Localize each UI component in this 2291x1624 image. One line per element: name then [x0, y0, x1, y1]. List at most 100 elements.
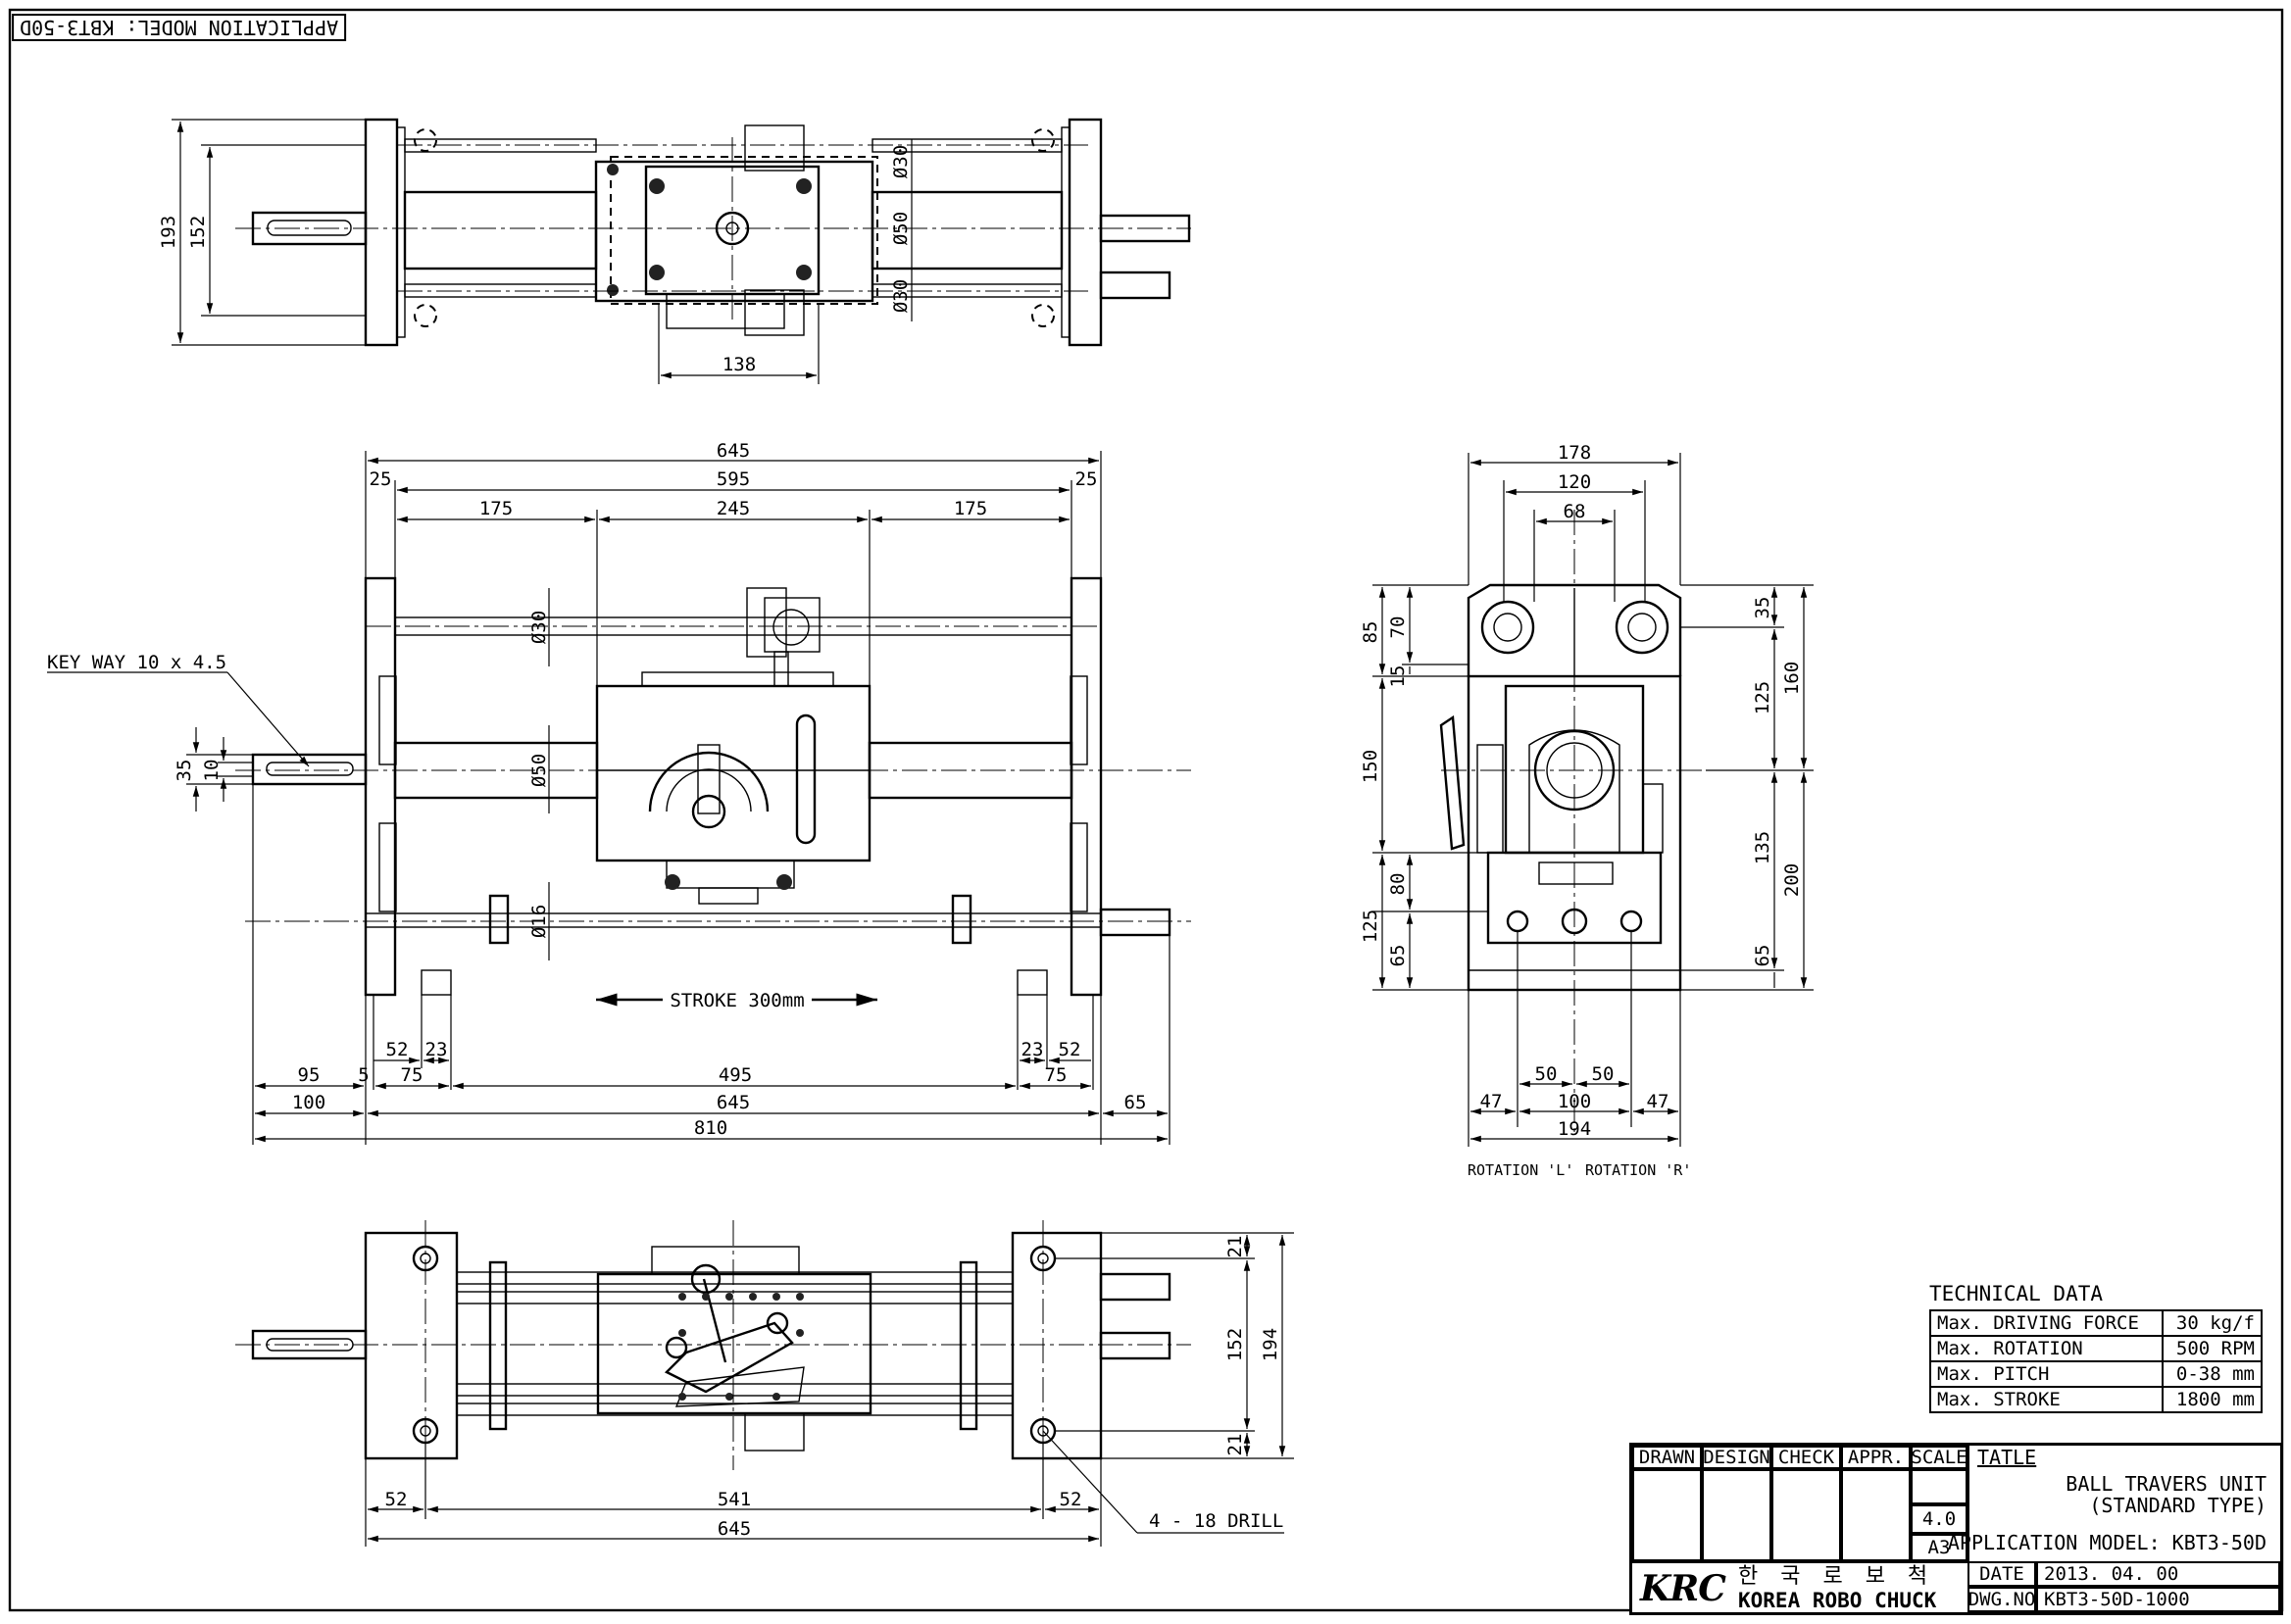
header-design: DESIGN	[1702, 1446, 1771, 1469]
dim-135: 135	[1752, 831, 1773, 864]
dim-35-right: 35	[1752, 597, 1773, 619]
dim-35: 35	[174, 760, 195, 782]
company-box: KRC 한 국 로 보 척 KOREA ROBO CHUCK	[1632, 1561, 1967, 1614]
dim-dia50: Ø50	[890, 212, 912, 245]
dim-65-left: 65	[1387, 945, 1409, 967]
dim-95: 95	[298, 1064, 321, 1086]
table-row: Max. STROKE 1800 mm	[1929, 1386, 2264, 1413]
dim-178: 178	[1558, 442, 1591, 464]
dim-47-right: 47	[1647, 1091, 1669, 1112]
dim-645-bottom-view: 645	[718, 1518, 751, 1540]
title-line-2: (STANDARD TYPE)	[2089, 1494, 2266, 1517]
tech-value: 30 kg/f	[2161, 1309, 2264, 1337]
dwg-value: KBT3-50D-1000	[2036, 1587, 2280, 1612]
blank-scale	[1911, 1469, 1967, 1504]
dim-541: 541	[718, 1489, 751, 1510]
dim-495: 495	[719, 1064, 752, 1086]
dim-150: 150	[1360, 750, 1381, 783]
tech-label: Max. ROTATION	[1929, 1335, 2164, 1362]
sig-appr	[1841, 1469, 1911, 1561]
top-view: 193 152 138 Ø30 Ø50 Ø30	[158, 118, 1191, 384]
dim-10: 10	[201, 760, 223, 782]
dim-138: 138	[722, 354, 756, 375]
dim-52-bottom-right: 52	[1060, 1489, 1082, 1510]
table-row: Max. ROTATION 500 RPM	[1929, 1335, 2264, 1362]
company-name: KOREA ROBO CHUCK	[1738, 1589, 1937, 1612]
header-appr: APPR.	[1841, 1446, 1911, 1469]
dim-50-right: 50	[1592, 1063, 1615, 1085]
dim-194-bottom: 194	[1260, 1328, 1281, 1361]
application-model-tag: APPLICATION MODEL: KBT3-50D	[12, 14, 347, 41]
dim-125-left: 125	[1360, 910, 1381, 943]
dim-23-right: 23	[1021, 1039, 1044, 1060]
dim-75-left: 75	[401, 1064, 423, 1086]
dim-245: 245	[717, 498, 750, 519]
dim-125-right: 125	[1752, 681, 1773, 714]
technical-data-title: TECHNICAL DATA	[1929, 1282, 2104, 1305]
dim-21-bottom: 21	[1224, 1434, 1246, 1456]
dim-21-top: 21	[1224, 1236, 1246, 1258]
dim-645-top: 645	[717, 440, 750, 462]
dim-75-right: 75	[1045, 1064, 1068, 1086]
header-check: CHECK	[1771, 1446, 1841, 1469]
dim-100: 100	[292, 1092, 325, 1113]
dim-70: 70	[1387, 616, 1409, 639]
paper-size: A3	[1911, 1534, 1967, 1561]
side-view: 178 120 68 85 70 15 150 80 125 65	[1360, 442, 1814, 1179]
header-scale: SCALE	[1911, 1446, 1967, 1469]
dim-47-left: 47	[1480, 1091, 1503, 1112]
dim-595: 595	[717, 468, 750, 490]
dim-dia30-top: Ø30	[890, 145, 912, 178]
tech-label: Max. DRIVING FORCE	[1929, 1309, 2164, 1337]
dim-175-right: 175	[954, 498, 987, 519]
dim-100-side: 100	[1558, 1091, 1591, 1112]
dim-52-left: 52	[386, 1039, 409, 1060]
dim-dia16: Ø16	[528, 905, 550, 938]
table-row: Max. DRIVING FORCE 30 kg/f	[1929, 1309, 2264, 1337]
front-view: 645 595 25 25 175 245 175 KEY WAY 10 x 4…	[47, 440, 1191, 1145]
tech-value: 1800 mm	[2161, 1386, 2264, 1413]
tech-value: 0-38 mm	[2161, 1360, 2264, 1388]
dim-80: 80	[1387, 873, 1409, 896]
title-block: DRAWN DESIGN CHECK APPR. SCALE 4.0 A3 TA…	[1629, 1443, 2283, 1615]
dim-25-left: 25	[370, 468, 392, 490]
date-label: DATE	[1967, 1561, 2036, 1587]
rotation-right-label: ROTATION 'R'	[1585, 1161, 1691, 1179]
title-line-1: BALL TRAVERS UNIT	[2066, 1472, 2266, 1496]
date-value: 2013. 04. 00	[2036, 1561, 2280, 1587]
technical-data-table: Max. DRIVING FORCE 30 kg/f Max. ROTATION…	[1929, 1309, 2264, 1413]
dim-175-left: 175	[479, 498, 513, 519]
dim-152-bottom: 152	[1224, 1328, 1246, 1361]
sig-check	[1771, 1469, 1841, 1561]
dim-200: 200	[1781, 863, 1803, 897]
dim-85: 85	[1360, 621, 1381, 644]
header-drawn: DRAWN	[1632, 1446, 1702, 1469]
dim-65-right: 65	[1752, 945, 1773, 967]
tech-label: Max. STROKE	[1929, 1386, 2164, 1413]
dim-50-left: 50	[1535, 1063, 1558, 1085]
drawing-frame	[8, 8, 2284, 1612]
dim-152: 152	[187, 216, 209, 249]
tatle-label: TATLE	[1977, 1446, 2037, 1469]
korean-name: 한 국 로 보 척	[1738, 1564, 1936, 1589]
keyway-label: KEY WAY 10 x 4.5	[47, 652, 226, 673]
dim-dia30: Ø30	[528, 611, 550, 644]
rotation-left-label: ROTATION 'L'	[1468, 1161, 1573, 1179]
dim-65: 65	[1124, 1092, 1147, 1113]
sig-drawn	[1632, 1469, 1702, 1561]
stroke-label: STROKE 300mm	[670, 990, 804, 1011]
dim-52-right: 52	[1059, 1039, 1081, 1060]
scale-value: 4.0	[1911, 1504, 1967, 1534]
dim-52-bottom-left: 52	[385, 1489, 408, 1510]
dim-15: 15	[1387, 665, 1409, 688]
dim-194-side: 194	[1558, 1118, 1591, 1140]
tech-label: Max. PITCH	[1929, 1360, 2164, 1388]
dim-645-bottom: 645	[717, 1092, 750, 1113]
dim-23-left: 23	[425, 1039, 448, 1060]
dim-dia50-front: Ø50	[528, 754, 550, 787]
dim-5: 5	[358, 1064, 369, 1086]
sig-design	[1702, 1469, 1771, 1561]
krc-logo: KRC	[1640, 1568, 1726, 1609]
drill-label: 4 - 18 DRILL	[1149, 1510, 1283, 1532]
